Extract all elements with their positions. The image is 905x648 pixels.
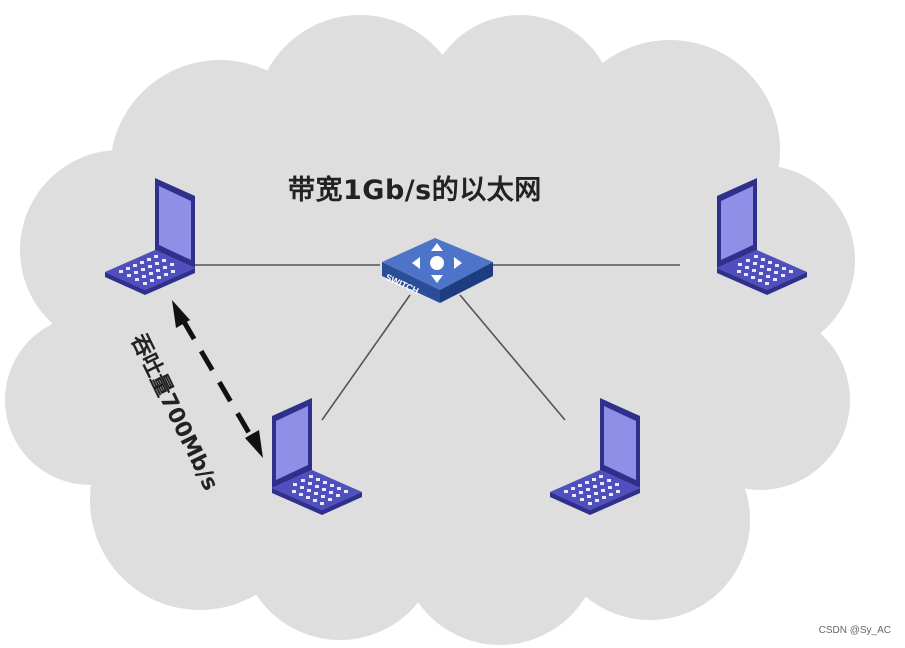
- watermark: CSDN @Sy_AC: [818, 625, 891, 636]
- cloud-shape: [5, 15, 855, 645]
- link-bottom-left-laptop: [321, 294, 411, 421]
- diagram-title: 带宽1Gb/s的以太网: [288, 175, 542, 206]
- link-bottom-right-laptop: [459, 294, 566, 421]
- network-links: [195, 264, 680, 421]
- throughput-arrow: [172, 300, 263, 458]
